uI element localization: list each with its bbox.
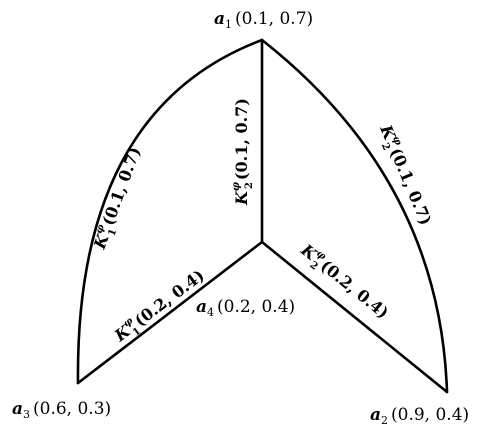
- node-label-a1: a1(0.1, 0.7): [214, 9, 313, 31]
- node-label-a2: a2(0.9, 0.4): [370, 405, 469, 427]
- edge-label-a4-a2: Kφ2(0.2, 0.4): [294, 239, 393, 326]
- svg-text:Kφ1(0.1, 0.7): Kφ1(0.1, 0.7): [89, 144, 148, 254]
- node-label-a4: a4(0.2, 0.4): [196, 297, 295, 319]
- edge-a4-a2: [260, 240, 449, 394]
- edge-a1-a3: [76, 38, 264, 385]
- edge-a1-a2: [260, 38, 449, 394]
- edge-a3-a4: [76, 240, 264, 385]
- svg-text:Kφ2(0.2, 0.4): Kφ2(0.2, 0.4): [294, 239, 393, 326]
- node-label-a3: a3(0.6, 0.3): [12, 399, 111, 421]
- edge-label-a1-a3: Kφ1(0.1, 0.7): [89, 144, 148, 254]
- svg-text:Kφ2(0.1, 0.7): Kφ2(0.1, 0.7): [231, 98, 255, 206]
